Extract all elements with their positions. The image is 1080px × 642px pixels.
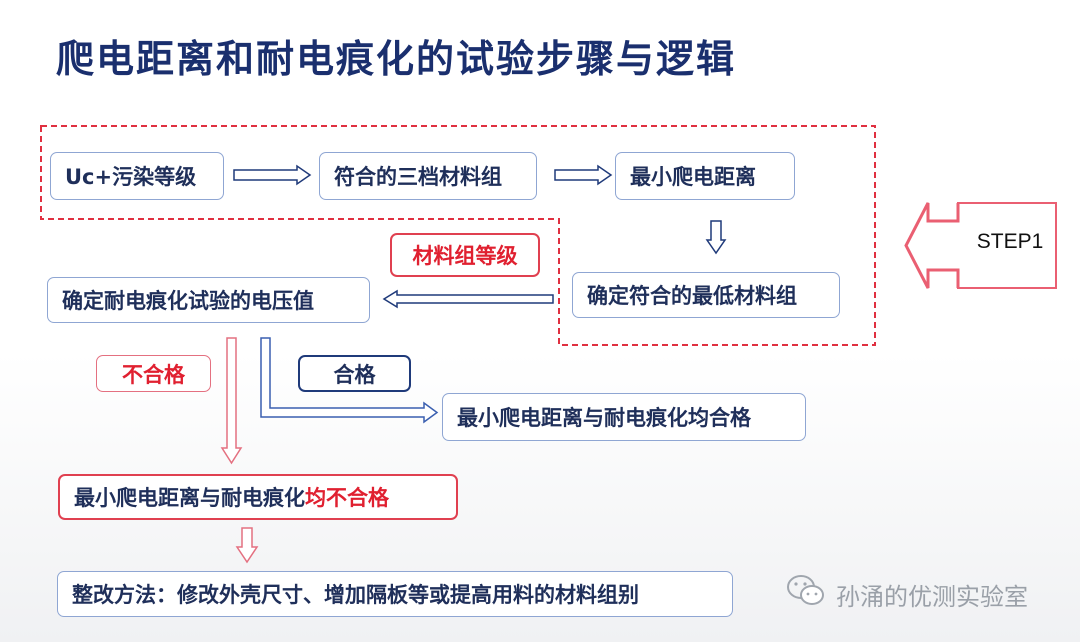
node-tracking-voltage: 确定耐电痕化试验的电压值 <box>47 277 370 323</box>
label-fail: 不合格 <box>96 355 211 392</box>
step1-label: STEP1 <box>976 230 1044 253</box>
page-title: 爬电距离和耐电痕化的试验步骤与逻辑 <box>56 37 737 81</box>
label-pass: 合格 <box>298 355 411 392</box>
wechat-icon <box>787 575 824 605</box>
arrow-fail-down <box>220 337 243 465</box>
both-fail-suffix: 均不合格 <box>305 486 389 510</box>
both-fail-prefix: 最小爬电距离与耐电痕化 <box>74 486 305 510</box>
step1-dashed-region <box>40 125 876 346</box>
arrow-groups-to-creepage <box>554 164 613 186</box>
arrow-uc-to-groups <box>233 164 312 186</box>
node-both-pass: 最小爬电距离与耐电痕化均合格 <box>442 393 806 441</box>
arrow-rectify-down <box>235 527 259 564</box>
node-both-fail: 最小爬电距离与耐电痕化均不合格 <box>58 474 458 520</box>
node-rectify: 整改方法：修改外壳尺寸、增加隔板等或提高用料的材料组别 <box>57 571 733 617</box>
node-material-group-three: 符合的三档材料组 <box>319 152 537 200</box>
watermark: 孙涌的优测实验室 <box>836 583 1028 611</box>
arrow-left-to-voltage <box>382 289 554 309</box>
node-uc-pollution: Uc+污染等级 <box>50 152 224 200</box>
label-material-group-level: 材料组等级 <box>390 233 540 277</box>
node-lowest-material-group: 确定符合的最低材料组 <box>572 272 840 318</box>
arrow-creepage-down <box>705 220 727 255</box>
node-min-creepage: 最小爬电距离 <box>615 152 795 200</box>
arrow-pass-right <box>260 337 439 424</box>
